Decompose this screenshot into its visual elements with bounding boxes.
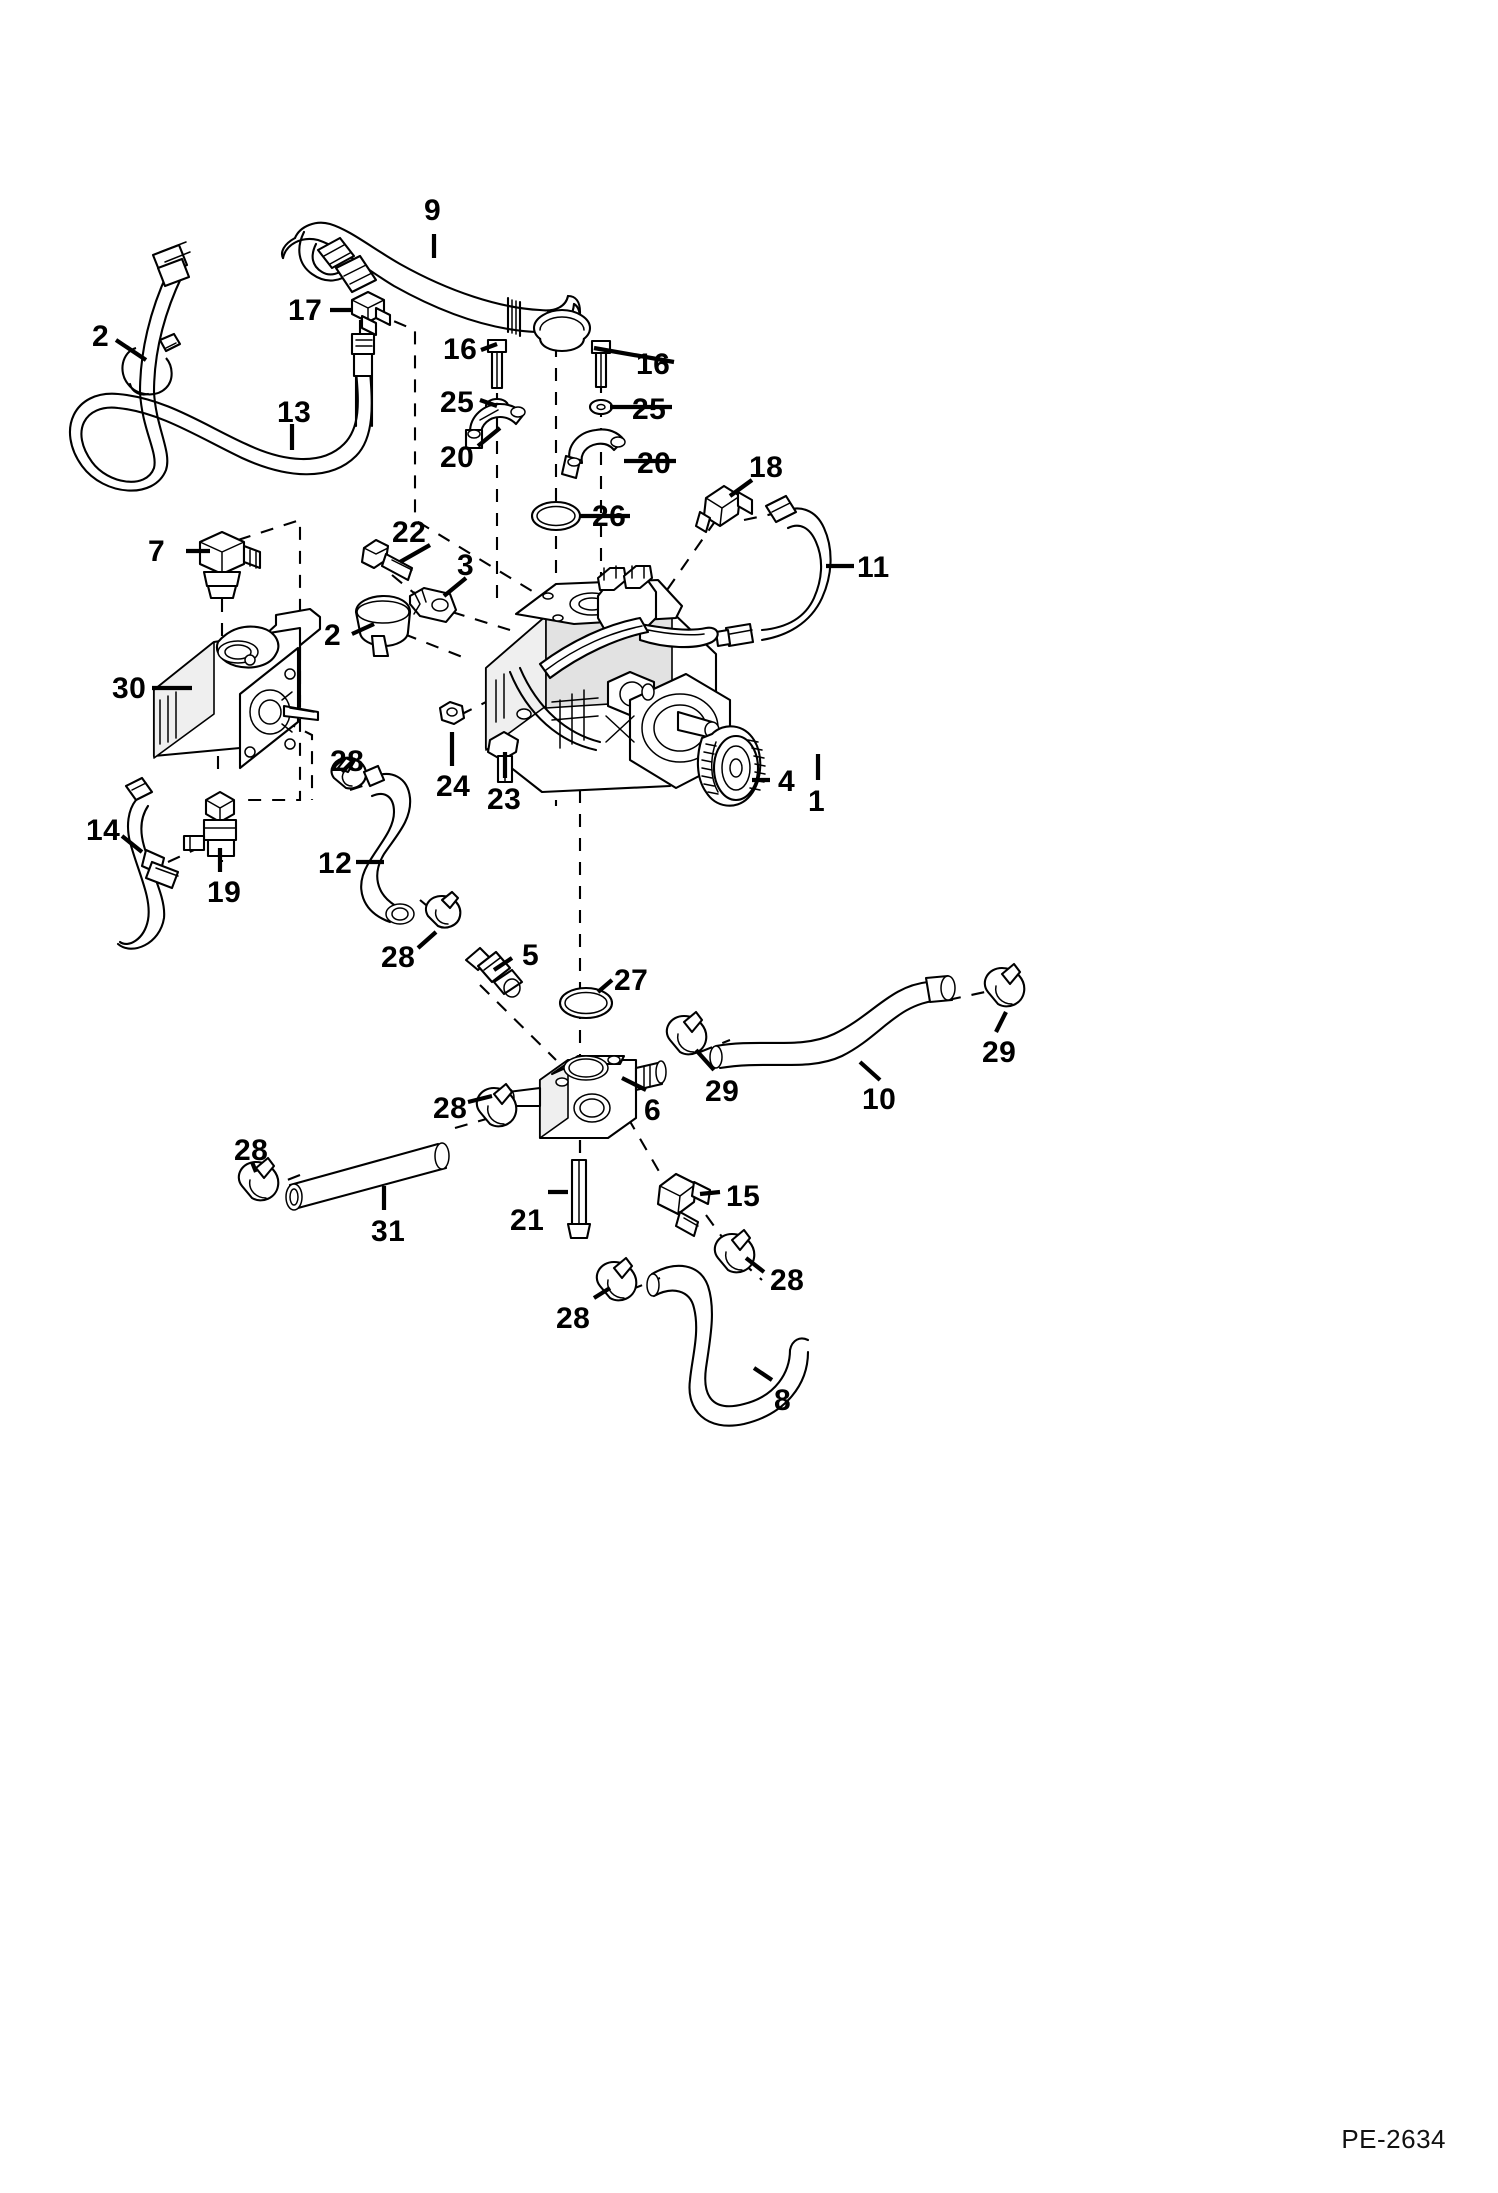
callout-6: 6 — [644, 1094, 662, 1127]
part-28-clamp-e — [713, 1228, 756, 1274]
callout-26: 26 — [592, 500, 627, 533]
part-28-clamp-b — [424, 890, 462, 929]
callout-25b: 25 — [632, 393, 667, 426]
part-28-clamp-d — [237, 1156, 280, 1202]
part-4-drive-gear — [696, 725, 766, 807]
callout-5: 5 — [522, 939, 540, 972]
callout-3: 3 — [457, 549, 475, 582]
part-1-hydrostatic-pump — [484, 564, 732, 794]
part-15-tee-fitting — [656, 1172, 712, 1238]
part-5-adapter-fitting — [464, 946, 524, 998]
callout-21: 21 — [510, 1204, 545, 1237]
callout-29a: 29 — [982, 1036, 1017, 1069]
callout-28f: 28 — [556, 1302, 591, 1335]
part-19-tee-fitting — [182, 790, 238, 858]
part-6-manifold-block — [503, 1054, 667, 1140]
callout-16a: 16 — [443, 333, 478, 366]
part-29-clamp-right — [983, 962, 1026, 1008]
part-23-flange-bolt — [486, 730, 520, 784]
callout-2b: 2 — [324, 619, 342, 652]
callout-1: 1 — [808, 785, 826, 818]
part-16-cap-screw-right — [590, 339, 612, 389]
callout-28c: 28 — [433, 1092, 468, 1125]
part-28-clamp-f — [595, 1256, 638, 1302]
part-21-long-bolt — [566, 1158, 592, 1240]
callout-29b: 29 — [705, 1075, 740, 1108]
part-17-fitting — [350, 290, 392, 337]
callout-18: 18 — [749, 451, 784, 484]
part-24-lock-nut — [438, 700, 466, 726]
part-31-straight-tube — [285, 1142, 450, 1211]
callout-28a: 28 — [330, 745, 365, 778]
part-3-mounting-bracket — [408, 586, 458, 624]
part-26-o-ring — [530, 500, 582, 532]
callout-28e: 28 — [770, 1264, 805, 1297]
callout-28b: 28 — [381, 941, 416, 974]
callout-11: 11 — [857, 551, 890, 584]
callout-8: 8 — [774, 1384, 792, 1417]
callout-12: 12 — [318, 847, 353, 880]
part-25-lock-washer-right — [588, 398, 614, 416]
callout-25a: 25 — [440, 386, 475, 419]
callout-19: 19 — [207, 876, 242, 909]
part-20-split-flange-left — [464, 402, 526, 450]
part-27-o-ring — [558, 986, 614, 1020]
callout-23: 23 — [487, 783, 522, 816]
callout-20a: 20 — [440, 441, 475, 474]
callout-9: 9 — [424, 194, 442, 227]
part-2-hose-clamp-lower — [354, 594, 412, 658]
part-2-hose-clamp-top — [121, 332, 182, 396]
part-29-clamp-left — [665, 1010, 708, 1056]
part-13-long-hose — [68, 241, 376, 492]
callout-16b: 16 — [636, 348, 671, 381]
part-9-upper-hose — [281, 221, 592, 353]
callout-30: 30 — [112, 672, 147, 705]
part-10-hose-right — [709, 974, 956, 1070]
part-8-lower-hose — [646, 1264, 810, 1427]
part-11-hose-right — [714, 494, 832, 648]
callout-31: 31 — [371, 1215, 406, 1248]
callout-7: 7 — [148, 535, 166, 568]
part-30-gear-pump — [152, 607, 322, 770]
callout-13: 13 — [277, 396, 312, 429]
callout-2a: 2 — [92, 320, 110, 353]
part-12-hose — [360, 764, 415, 925]
callout-27: 27 — [614, 964, 649, 997]
part-18-elbow-fitting — [694, 484, 754, 534]
document-reference-code: PE-2634 — [1341, 2124, 1446, 2154]
part-20-split-flange-right — [560, 428, 626, 480]
callout-28d: 28 — [234, 1134, 269, 1167]
callout-22: 22 — [392, 516, 427, 549]
callout-17: 17 — [288, 294, 323, 327]
part-14-tube — [116, 776, 180, 950]
callout-14: 14 — [86, 814, 121, 847]
callout-15: 15 — [726, 1180, 761, 1213]
part-16-cap-screw-left — [486, 338, 508, 390]
callout-20b: 20 — [637, 447, 672, 480]
callout-24: 24 — [436, 770, 471, 803]
callout-4: 4 — [778, 765, 796, 798]
callout-10: 10 — [862, 1083, 897, 1116]
part-7-elbow-fitting — [198, 530, 262, 600]
